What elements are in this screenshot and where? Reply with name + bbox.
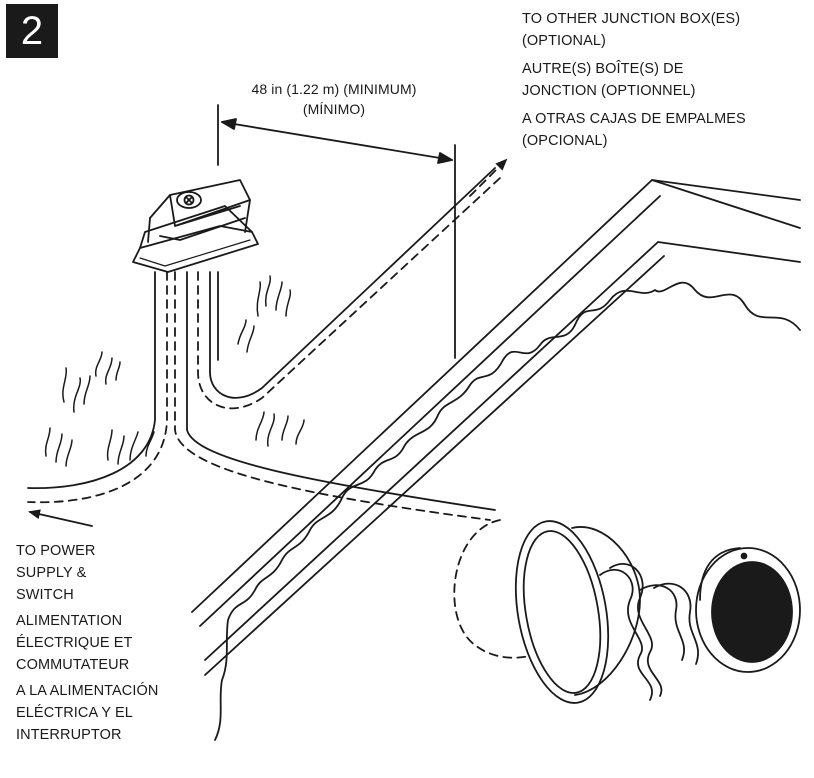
arrow-to-other-junction-boxes (469, 158, 508, 197)
dimension-line-2: (MÍNIMO) (302, 101, 366, 117)
other-junction-en-1: TO OTHER JUNCTION BOX(ES) (522, 11, 741, 27)
power-supply-es-3: INTERRUPTOR (16, 727, 122, 743)
power-supply-en-1: TO POWER (16, 543, 96, 559)
pool-deck-edge (191, 179, 801, 676)
power-supply-label: TO POWER SUPPLY & SWITCH ALIMENTATION ÉL… (16, 540, 158, 746)
dimension-label: 48 in (1.22 m) (MINIMUM) (MÍNIMO) (206, 79, 462, 119)
other-junction-fr-2: JONCTION (OPTIONNEL) (522, 83, 696, 99)
other-junction-boxes-label: TO OTHER JUNCTION BOX(ES) (OPTIONAL) AUT… (522, 8, 746, 152)
dimension-callout (217, 104, 456, 359)
junction-box (132, 179, 259, 273)
dimension-line-1: 48 in (1.22 m) (MINIMUM) (251, 81, 417, 97)
power-supply-fr-3: COMMUTATEUR (16, 657, 130, 673)
power-supply-en-2: SUPPLY & (16, 565, 87, 581)
grass-tufts (44, 275, 305, 467)
conduit-runs (27, 167, 501, 521)
step-number-badge: 2 (6, 4, 58, 58)
power-supply-fr-2: ÉLECTRIQUE ET (16, 635, 133, 651)
power-supply-en-3: SWITCH (16, 587, 74, 603)
power-supply-es-2: ELÉCTRICA Y EL (16, 705, 133, 721)
other-junction-en-2: (OPTIONAL) (522, 33, 606, 49)
other-junction-es-2: (OPCIONAL) (522, 133, 608, 149)
pool-water-line (214, 281, 801, 741)
power-supply-fr-1: ALIMENTATION (16, 613, 123, 629)
other-junction-fr-1: AUTRE(S) BOÎTE(S) DE (522, 61, 684, 77)
power-supply-es-1: A LA ALIMENTACIÓN (16, 683, 159, 699)
other-junction-es-1: A OTRAS CAJAS DE EMPALMES (522, 111, 746, 127)
arrow-to-power-supply (28, 509, 93, 527)
pool-light-fixture (514, 520, 801, 704)
